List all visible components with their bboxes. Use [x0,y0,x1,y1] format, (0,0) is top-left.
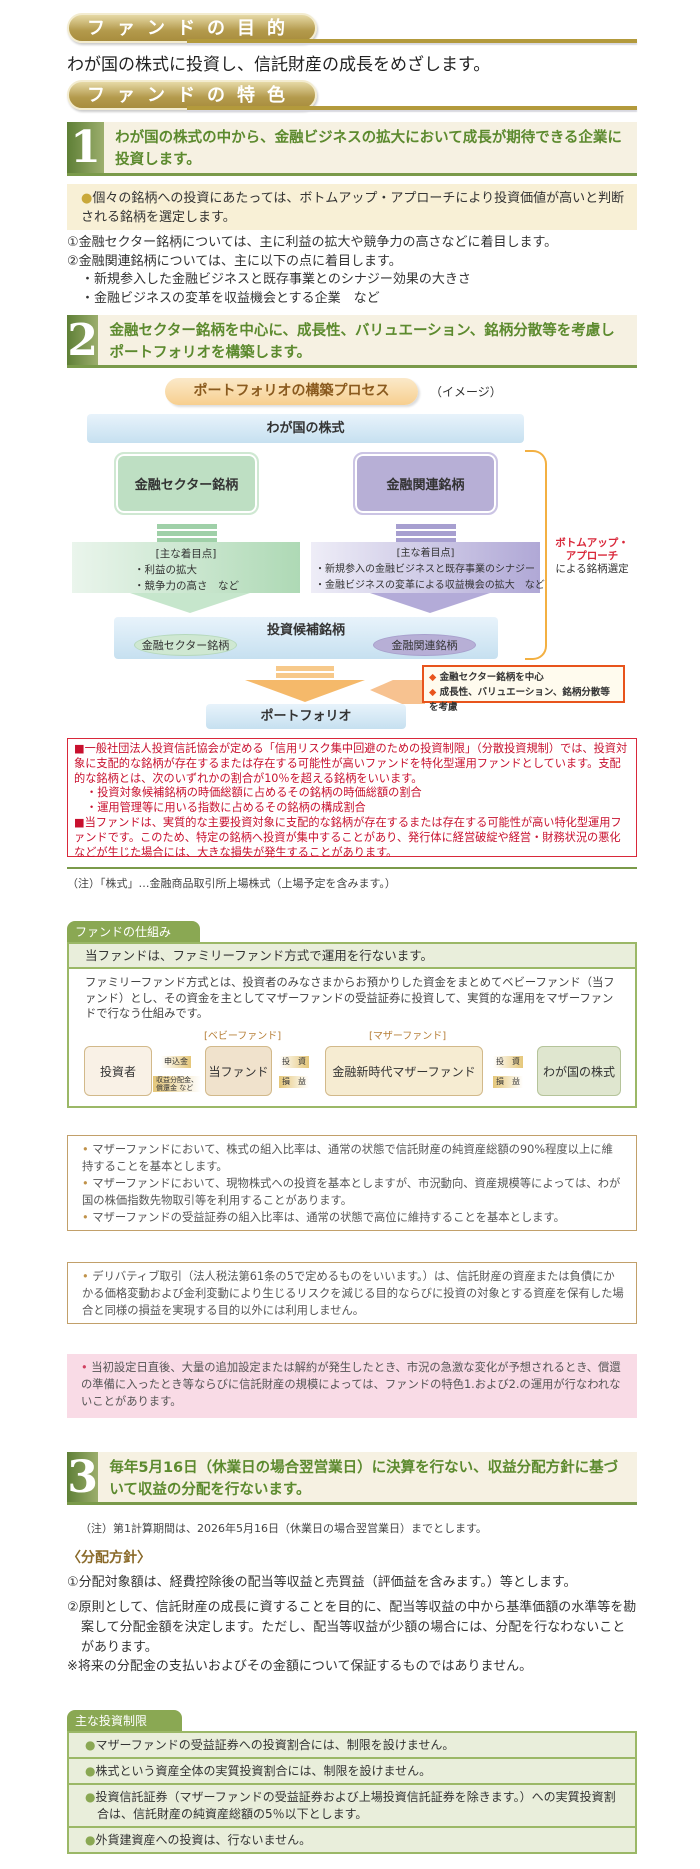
orange-arrow-stripes [276,664,334,681]
invest-arrow: 投 資 [493,1056,523,1068]
operation-note: • 当初設定日直後、大量の追加設定または解約が発生したとき、市況の急激な変化が予… [67,1354,637,1418]
pl-arrow: 損 益 [493,1076,523,1088]
stocks-box: わが国の株式 [537,1046,621,1096]
restriction-item: ●投資信託証券（マザーファンドの受益証券および上場投資信託証券を除きます。）への… [69,1785,635,1828]
section-title-purpose: ファンドの目的 [67,13,637,45]
investor-box: 投資者 [84,1046,152,1096]
feature-1-callout: ●個々の銘柄への投資にあたっては、ボトムアップ・アプローチにより投資価値が高いと… [67,184,637,230]
diamond-icon: ◆ [429,672,437,683]
stock-note: （注）「株式」…金融商品取引所上場株式（上場予定を含みます。） [67,877,396,890]
bottom-up-label: ボトムアップ・ アプローチ による銘柄選定 [555,537,629,575]
fund-scheme-box: 当ファンドは、ファミリーファンド方式で運用を行ないます。 ファミリーファンド方式… [67,942,637,1108]
baby-fund-box: 当ファンド [205,1046,272,1096]
portfolio-box: ポートフォリオ [206,704,406,729]
universe-bar: わが国の株式 [87,414,524,443]
process-title: ポートフォリオの構築プロセス [165,378,418,405]
section-title-features: ファンドの特色 [67,80,637,112]
feature-1-points: ①金融セクター銘柄については、主に利益の拡大や競争力の高さなどに着目します。 ②… [67,235,558,306]
restriction-item: ●外貨建資産への投資は、行ないません。 [69,1828,635,1852]
restriction-item: ●株式という資産全体の実質投資割合には、制限を設けません。 [69,1759,635,1785]
bullet-icon: ● [81,191,93,206]
restrictions-list: ●マザーファンドの受益証券への投資割合には、制限を設けません。 ●株式という資産… [67,1731,637,1854]
distribution-policy: ①分配対象額は、経費控除後の配当等収益と売買益（評価益を含みます。）等とします。… [67,1575,637,1674]
pl-arrow: 損 益 [279,1076,309,1088]
related-focus-box: [主な着目点] ・新規参入の金融ビジネスと既存事業のシナジー ・金融ビジネスの変… [311,542,545,593]
financial-related-box: 金融関連銘柄 [353,452,498,515]
bracket [525,450,547,660]
first-period-note: （注）第1計算期間は、2026年5月16日（休業日の場合翌営業日）までとします。 [80,1522,487,1535]
orange-arrows [245,680,425,704]
down-arrows [130,593,490,613]
policy-title: 〈分配方針〉 [67,1550,151,1566]
financial-sector-box: 金融セクター銘柄 [114,452,259,515]
mother-fund-notes: • マザーファンドにおいて、株式の組入比率は、通常の状態で信託財産の純資産総額の… [67,1135,637,1231]
green-arrow-stripes [157,522,217,542]
mother-fund-box: 金融新時代マザーファンド [325,1046,483,1096]
purpose-text: わが国の株式に投資し、信託財産の成長をめざします。 [67,55,491,75]
divider [67,867,637,869]
restrictions-tab: 主な投資制限 [67,1710,182,1732]
candidate-related-ellipse: 金融関連銘柄 [373,634,476,656]
purple-arrow-stripes [396,522,456,542]
criteria-box: ◆ 金融セクター銘柄を中心 ◆ 成長性、バリュエーション、銘柄分散等を考慮 [422,665,625,713]
subscribe-arrow: 申込金 [161,1056,191,1068]
sector-focus-box: [主な着目点] ・利益の拡大 ・競争力の高さ など [72,542,300,593]
image-note: （イメージ） [430,385,502,399]
diamond-icon: ◆ [429,687,437,698]
restriction-item: ●マザーファンドの受益証券への投資割合には、制限を設けません。 [69,1733,635,1759]
payout-arrow: 収益分配金、償還金 など [153,1076,201,1092]
invest-arrow: 投 資 [279,1056,309,1068]
candidate-sector-ellipse: 金融セクター銘柄 [134,634,237,656]
derivatives-note: • デリバティブ取引（法人税法第61条の5で定めるものをいいます。）は、信託財産… [67,1262,637,1324]
scheme-tab: ファンドの仕組み [67,921,200,943]
baby-fund-label: [ベビーファンド] [204,1031,282,1042]
risk-warning-box: ■一般社団法人投資信託協会が定める「信用リスク集中回避のための投資制限」（分散投… [67,738,637,859]
mother-fund-label: [マザーファンド] [369,1031,447,1042]
